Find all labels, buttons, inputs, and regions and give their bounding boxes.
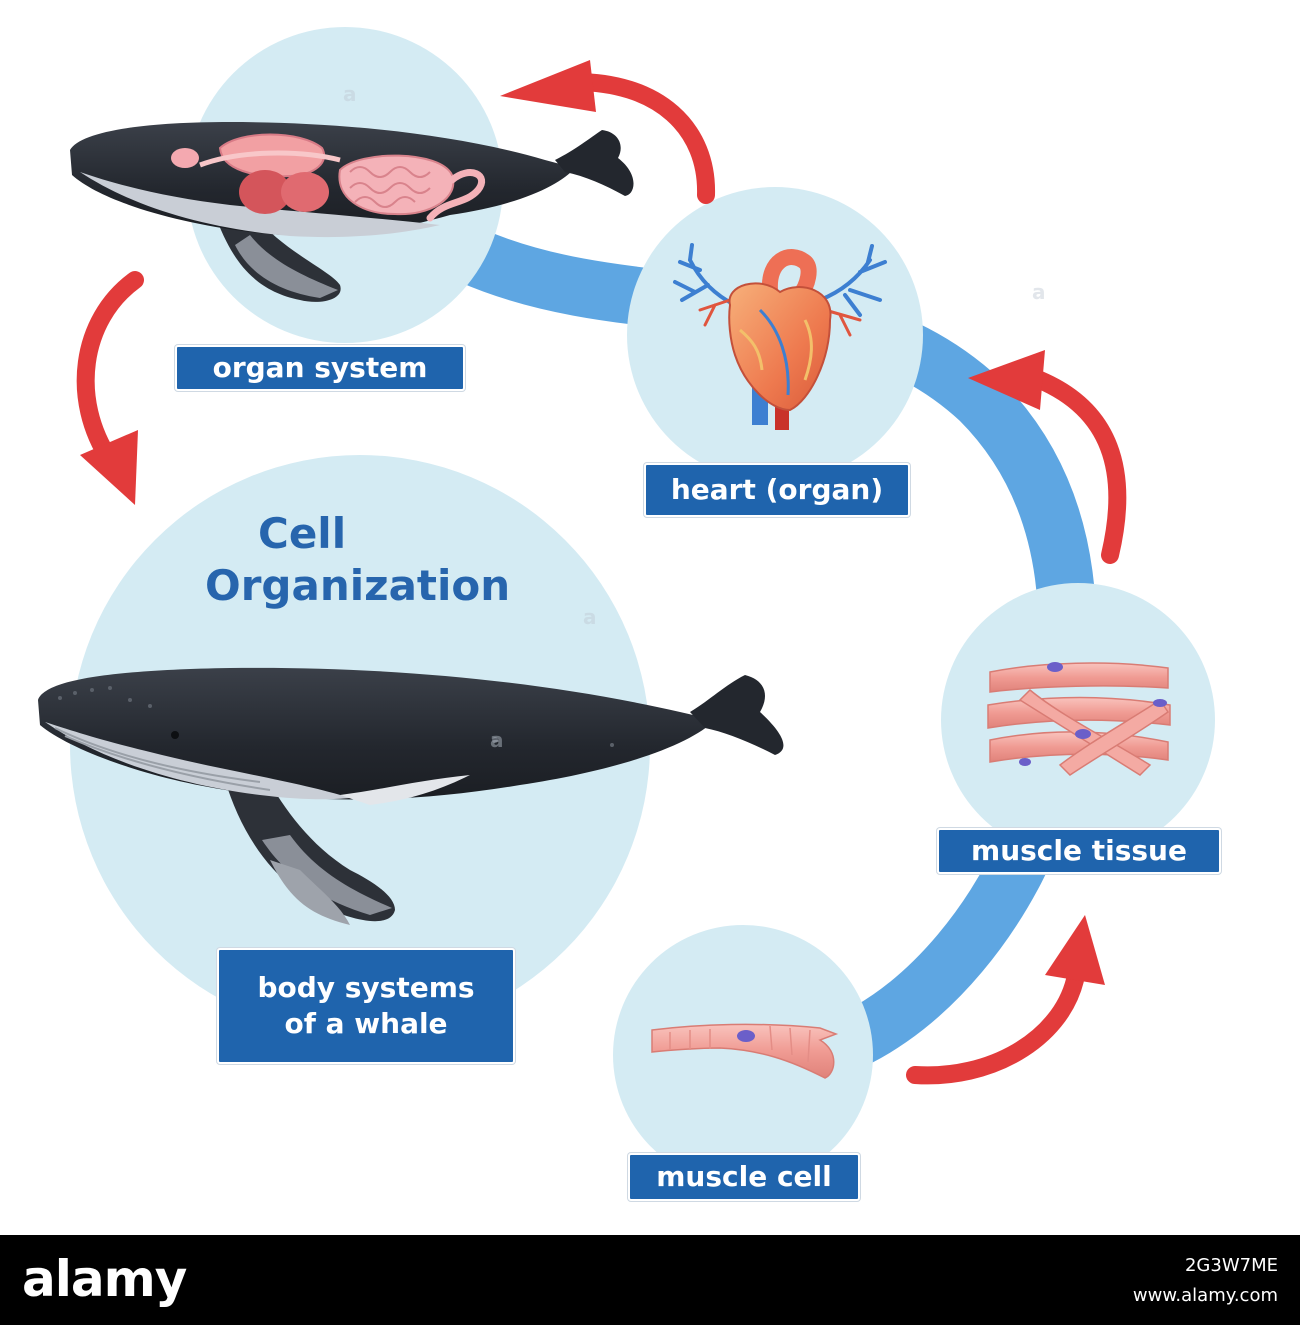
whale-organ-system-illustration (70, 122, 634, 302)
diagram-title-line-1: Cell (258, 509, 347, 558)
image-id: 2G3W7ME (1184, 1255, 1278, 1276)
whale-label-line-1: body systems (257, 971, 475, 1004)
diagram-title-line-2: Organization (205, 561, 511, 610)
organ-system-label: organ system (175, 345, 465, 391)
red-cycle-arrow (76, 60, 1127, 1085)
watermark-letter: a (490, 728, 504, 752)
muscle-cell-illustration (651, 1023, 839, 1079)
heart-illustration (673, 243, 887, 430)
muscle-tissue-label: muscle tissue (937, 828, 1221, 874)
muscle-cell-circle (613, 925, 873, 1185)
site-url: www.alamy.com (1132, 1285, 1278, 1306)
whale-label-line-2: of a whale (284, 1007, 448, 1040)
heart-label: heart (organ) (644, 463, 910, 517)
brand-logo: alamy (22, 1250, 187, 1308)
cell-organization-diagram (38, 27, 1215, 1185)
stock-footer: alamy 2G3W7ME www.alamy.com (0, 1235, 1300, 1325)
watermark-letter: a (343, 82, 357, 106)
diagram-stage: a a a a a Cell Organization organ system… (38, 27, 1221, 1201)
watermark-letter: a (583, 605, 597, 629)
muscle-tissue-illustration (987, 662, 1171, 776)
muscle-cell-label: muscle cell (628, 1153, 860, 1201)
watermark-letter: a (1032, 280, 1046, 304)
whale-label: body systems of a whale (217, 948, 515, 1064)
whale-illustration (38, 667, 784, 925)
